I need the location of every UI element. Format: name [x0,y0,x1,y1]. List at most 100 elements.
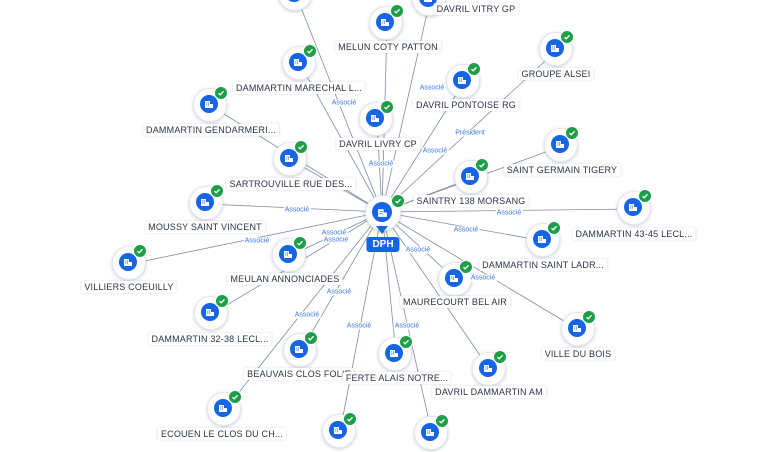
check-badge-icon [215,294,229,308]
node-label[interactable]: BEAUVAIS CLOS FOLIE [244,368,354,380]
graph-edge [381,211,580,331]
graph-node[interactable] [207,390,243,428]
node-label[interactable]: VILLIERS COEUILLY [81,281,177,293]
node-label[interactable]: GROUPE ALSEI [518,68,594,80]
center-label[interactable]: DPH [366,237,400,252]
edge-label: Associé [404,246,432,254]
edge-label: Associé [418,84,446,92]
building-icon [279,245,297,263]
building-icon [285,0,303,2]
node-label[interactable]: MEULAN ANNONCIADES [227,273,343,285]
graph-node[interactable] [359,100,395,138]
check-badge-icon [435,414,449,428]
building-icon [445,269,463,287]
node-label[interactable]: DAVRIL VITRY GP [433,3,519,15]
node-label[interactable]: DAMMARTIN 32-38 LECL... [148,333,272,345]
edge-label: Associé [293,311,321,319]
building-icon [385,344,403,362]
check-badge-icon [303,44,317,58]
graph-node[interactable] [539,30,575,68]
graph-node[interactable] [283,331,319,369]
check-badge-icon [560,30,574,44]
edge-label: Associé [345,322,373,330]
edge-label: Associé [393,322,421,330]
graph-edge [381,0,431,213]
graph-node[interactable] [454,158,490,196]
node-label[interactable]: DAVRIL LIVRY CP [336,138,420,150]
edge-label: Associé [367,160,395,168]
check-badge-icon [565,126,579,140]
building-icon [201,303,219,321]
graph-node[interactable] [617,189,653,227]
check-badge-icon [228,390,242,404]
graph-node[interactable] [472,350,508,388]
building-icon [551,135,569,153]
check-badge-icon [343,412,357,426]
check-badge-icon [547,221,561,235]
graph-node[interactable] [544,126,580,164]
building-icon [419,0,437,7]
node-label[interactable]: FERTE ALAIS NOTRE... [342,372,452,384]
graph-node[interactable] [189,184,225,222]
node-label[interactable]: MAURECOURT BEL AIR [400,296,510,308]
edge-label: Président [454,129,486,137]
node-label[interactable]: DAMMARTIN 43-45 LECL... [572,228,696,240]
building-icon [290,340,308,358]
graph-node[interactable] [194,294,230,332]
center-pin [376,226,388,234]
building-icon [376,13,394,31]
node-label[interactable]: DAMMARTIN SAINT LADR... [479,259,607,271]
edge-label: Associé [325,288,353,296]
graph-node[interactable] [378,335,414,373]
node-label[interactable]: MOUSSY SAINT VINCENT [145,221,265,233]
graph-node[interactable] [438,260,474,298]
graph-node[interactable] [369,4,405,42]
building-icon [214,399,232,417]
graph-node[interactable] [446,62,482,100]
graph-node[interactable] [273,140,309,178]
edge-label: Associé [322,236,350,244]
graph-node[interactable] [526,221,562,259]
node-label[interactable]: DAMMARTIN GENDARMERI... [143,124,279,136]
building-icon [546,39,564,57]
node-label[interactable]: DAVRIL DAMMARTIN AM [432,386,546,398]
graph-edge [381,211,397,356]
check-badge-icon [493,350,507,364]
node-label[interactable]: MELUN COTY PATTON [335,41,441,53]
node-label[interactable]: DAVRIL PONTOISE RG [413,99,519,111]
edge-label: Associé [495,209,523,217]
graph-node[interactable] [282,44,318,82]
check-badge-icon [459,260,473,274]
building-icon [280,149,298,167]
node-label[interactable]: ECOUEN LE CLOS DU CH... [157,428,287,440]
check-badge-icon [475,158,489,172]
check-badge-icon [399,335,413,349]
graph-node[interactable] [322,412,358,450]
building-icon [453,71,471,89]
check-badge-icon [380,100,394,114]
building-icon [196,193,214,211]
graph-node[interactable] [278,0,314,13]
graph-node[interactable] [112,244,148,282]
check-badge-icon [133,244,147,258]
node-label[interactable]: SAINTRY 138 MORSANG [413,195,529,207]
building-icon [479,359,497,377]
check-badge-icon [390,4,404,18]
graph-node[interactable] [561,310,597,348]
check-badge-icon [294,140,308,154]
edge-label: Associé [421,147,449,155]
node-label[interactable]: VILLE DU BOIS [541,348,615,360]
check-badge-icon [214,86,228,100]
building-icon [366,109,384,127]
building-icon [200,95,218,113]
node-label[interactable]: DAMMARTIN MARECHAL L... [232,82,366,94]
edge-label: Associé [283,206,311,214]
check-badge-icon [293,236,307,250]
graph-node[interactable] [414,414,450,452]
node-label[interactable]: SARTROUVILLE RUE DES... [226,178,356,190]
edge-label: Associé [320,229,348,237]
graph-node[interactable] [272,236,308,274]
check-badge-icon [638,189,652,203]
graph-node[interactable] [193,86,229,124]
node-label[interactable]: SAINT GERMAIN TIGERY [503,164,621,176]
